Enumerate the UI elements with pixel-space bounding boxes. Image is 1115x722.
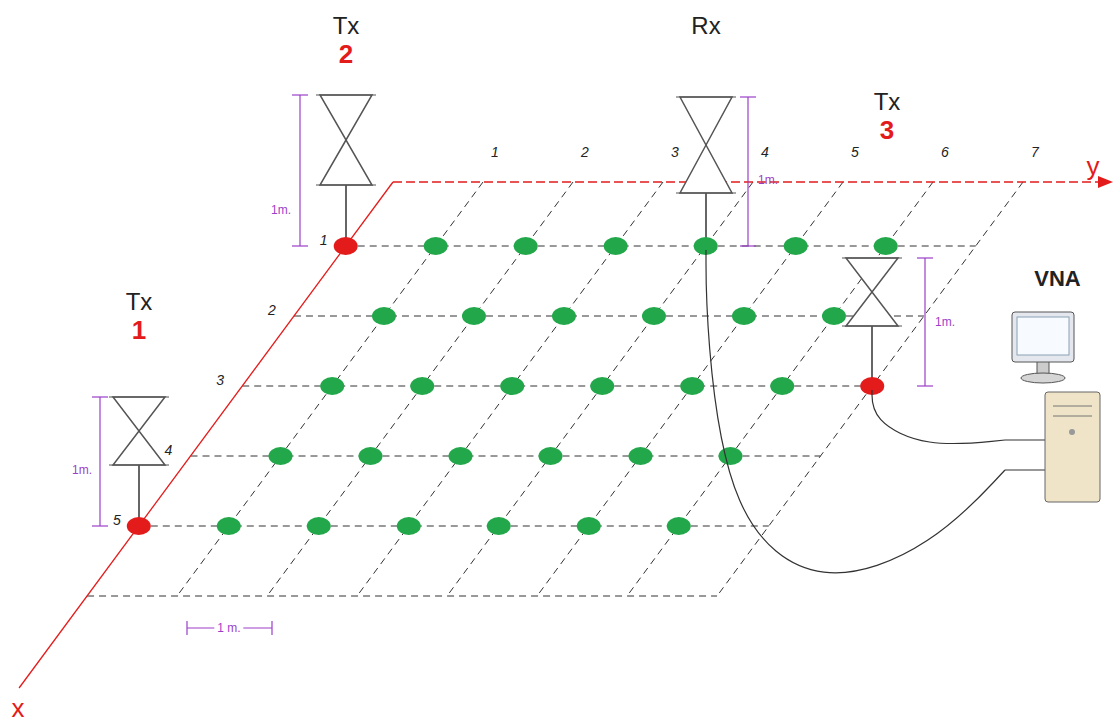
bowtie-antenna <box>316 95 376 246</box>
bowtie-antenna <box>109 397 169 526</box>
floor-grid <box>19 176 1113 688</box>
grid-column-line <box>447 182 753 596</box>
grid-column-line <box>537 182 843 596</box>
receiver-point <box>552 307 576 325</box>
column-number: 3 <box>671 145 679 159</box>
grid-column-line <box>627 182 933 596</box>
dimension-label: 1m. <box>271 204 291 216</box>
axis-label: x <box>12 695 25 721</box>
transmitter-antenna: Tx3 <box>850 88 924 390</box>
axis-label: y <box>1087 153 1100 179</box>
column-number: 2 <box>581 145 589 159</box>
receiver-point <box>269 447 293 465</box>
receiver-antenna: Rx <box>681 12 731 250</box>
receiver-point <box>487 517 511 535</box>
dimension-label: 1m. <box>935 316 955 328</box>
antenna-number: 3 <box>880 116 894 146</box>
transmitter-point <box>334 237 358 255</box>
receiver-point <box>642 307 666 325</box>
transmitter-antenna: Tx2 <box>316 12 376 250</box>
receiver-point <box>397 517 421 535</box>
dimension-line <box>740 97 756 246</box>
receiver-point <box>874 237 898 255</box>
receiver-point <box>680 377 704 395</box>
receiver-point <box>604 237 628 255</box>
measurement-points <box>127 237 898 535</box>
dimension-line <box>917 258 933 386</box>
column-number: 5 <box>851 145 859 159</box>
receiver-point <box>667 517 691 535</box>
receiver-point <box>629 447 653 465</box>
dimension-label: 1m. <box>72 464 92 476</box>
antenna-label: VNA <box>1034 266 1080 291</box>
receiver-point <box>514 237 538 255</box>
column-number: 4 <box>761 145 769 159</box>
grid-column-line <box>177 182 483 596</box>
row-number: 2 <box>268 303 276 317</box>
receiver-point <box>372 307 396 325</box>
grid-column-line <box>267 182 573 596</box>
dimension-line <box>92 397 108 526</box>
antenna-label: Rx <box>691 12 720 40</box>
bowtie-antenna <box>842 258 902 386</box>
receiver-point <box>410 377 434 395</box>
column-number: 7 <box>1031 145 1039 159</box>
receiver-point <box>424 237 448 255</box>
column-number: 1 <box>491 145 499 159</box>
receiver-point <box>539 447 563 465</box>
receiver-point <box>732 307 756 325</box>
row-number: 3 <box>216 373 224 387</box>
transmitter-point <box>127 517 151 535</box>
dimension-line <box>292 95 308 246</box>
receiver-point <box>590 377 614 395</box>
vna-analyzer: VNA <box>1005 266 1110 506</box>
dimension-line <box>187 621 272 635</box>
receiver-point <box>320 377 344 395</box>
receiver-point <box>307 517 331 535</box>
x-axis <box>19 182 393 688</box>
receiver-point <box>770 377 794 395</box>
antenna-label: Tx <box>333 12 360 40</box>
y-axis-arrowhead <box>1098 176 1113 188</box>
transmitter-antenna: Tx1 <box>109 288 169 530</box>
antenna-label: Tx <box>874 88 901 116</box>
bowtie-antenna <box>676 97 736 246</box>
receiver-point <box>359 447 383 465</box>
vna-computer <box>1005 312 1100 502</box>
coaxial-cable <box>706 250 1005 573</box>
row-number: 5 <box>113 513 121 527</box>
coaxial-cable <box>872 390 1005 444</box>
receiver-point <box>822 307 846 325</box>
receiver-point <box>449 447 473 465</box>
grid-column-line <box>717 182 1023 596</box>
column-number: 6 <box>941 145 949 159</box>
grid-row-line <box>87 596 717 597</box>
antenna-number: 1 <box>132 316 146 346</box>
receiver-point <box>462 307 486 325</box>
receiver-point <box>784 237 808 255</box>
receiver-point <box>500 377 524 395</box>
receiver-point <box>217 517 241 535</box>
antenna-label: Tx <box>126 288 153 316</box>
receiver-point <box>577 517 601 535</box>
dimension-label: 1 m. <box>214 621 243 635</box>
receiver-point <box>719 447 743 465</box>
row-number: 1 <box>320 233 328 247</box>
y-axis <box>393 181 1100 182</box>
dimension-label: 1m. <box>758 174 778 186</box>
antenna-number: 2 <box>339 40 353 70</box>
grid-column-line <box>357 182 663 596</box>
row-number: 4 <box>165 443 173 457</box>
